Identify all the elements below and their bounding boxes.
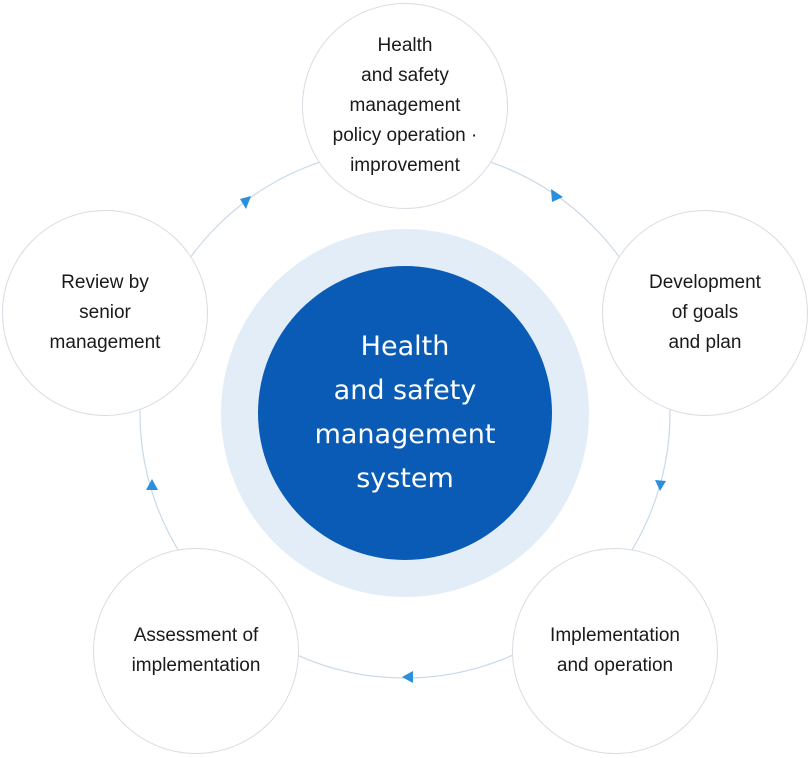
arrow-5-icon [240, 196, 251, 209]
step-assessment: Assessment of implementation [93, 548, 299, 754]
arrow-2-icon [655, 480, 666, 491]
step-goals-and-plan: Development of goals and plan [602, 210, 808, 416]
step-label: Assessment of implementation [131, 625, 261, 676]
arrow-1-icon [551, 189, 563, 202]
arrow-4-icon [146, 479, 158, 490]
center-circle: Health and safety management system [258, 266, 552, 560]
step-label: Development of goals and plan [649, 272, 761, 353]
step-label: Health and safety management policy oper… [332, 35, 478, 176]
step-senior-review: Review by senior management [2, 210, 208, 416]
step-implementation-operation: Implementation and operation [512, 548, 718, 754]
step-label: Implementation and operation [550, 625, 680, 676]
step-label: Review by senior management [49, 272, 161, 353]
arrow-3-icon [402, 671, 413, 683]
center-label: Health and safety management system [314, 331, 496, 494]
step-policy-operation: Health and safety management policy oper… [302, 3, 508, 209]
